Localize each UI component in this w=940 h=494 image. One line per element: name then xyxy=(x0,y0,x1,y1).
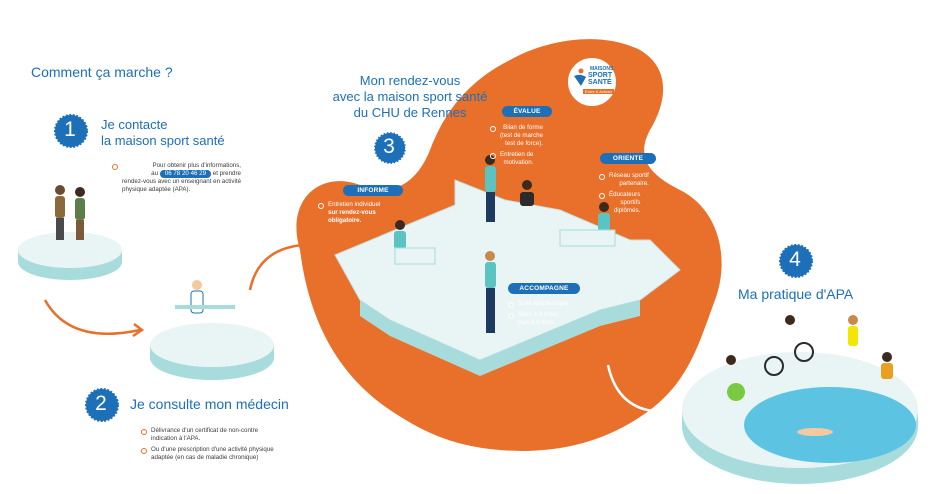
step1-number-badge: 1 xyxy=(53,113,88,148)
bullet-icon xyxy=(490,153,496,159)
step3-number-badge: 3 xyxy=(372,130,407,165)
step3-title-line1: Mon rendez-vous xyxy=(359,73,461,88)
logo-line3: SANTÉ xyxy=(588,79,612,86)
bullet-icon xyxy=(508,313,514,319)
oriente-b2-l3: diplômés. xyxy=(613,207,641,214)
maisons-sport-sante-logo: MAISONS SPORT SANTÉ Entre & Activez xyxy=(566,56,618,108)
oriente-b1-l1: Réseau sportif xyxy=(609,172,649,179)
accompagne-label: ACCOMPAGNE xyxy=(508,283,580,294)
bullet-icon xyxy=(599,193,605,199)
phone-number-link[interactable]: 06 78 20 46 29 xyxy=(159,170,212,178)
step2-number-badge: 2 xyxy=(84,387,119,422)
step3-title-line3: du CHU de Rennes xyxy=(353,105,467,120)
step1-text-part4: physique adaptée (APA). xyxy=(122,186,191,193)
step4-number-badge: 4 xyxy=(778,243,813,278)
step4-title: Ma pratique d'APA xyxy=(738,286,854,302)
step2-bullet2-line2: adaptée (en cas de maladie chronique) xyxy=(151,454,259,461)
oriente-b2-l2: sportifs xyxy=(620,199,641,206)
arrow-3-4 xyxy=(606,364,681,413)
accompagne-b2-l1: Bilan à 3 mois, xyxy=(518,311,559,318)
evalue-b1-l3: test de force). xyxy=(505,140,543,147)
step1-text-part3: rendez-vous avec un enseignant en activi… xyxy=(122,178,242,185)
step2-bullet1-line1: Délivrance d'un certificat de non-contre xyxy=(151,427,259,434)
informe-line2: sur rendez-vous xyxy=(328,209,376,216)
badge-icon xyxy=(54,114,88,148)
bullet-icon xyxy=(141,448,147,454)
accompagne-text: Suivi téléphonique Bilan à 3 mois,puis à… xyxy=(508,300,578,327)
step1-title-line1: Je contacte xyxy=(101,117,168,132)
accompagne-b1: Suivi téléphonique xyxy=(518,300,569,307)
informe-label: INFORME xyxy=(343,185,403,196)
evalue-b1-l1: Bilan de forme xyxy=(503,124,543,131)
bullet-icon xyxy=(599,174,605,180)
badge-icon xyxy=(779,244,813,278)
step3-title-line2: avec la maison sport santé xyxy=(332,89,488,104)
step2-bullet2-line1: Ou d'une prescription d'une activité phy… xyxy=(151,446,274,453)
logo-line1: MAISONS xyxy=(590,66,614,72)
accompagne-b2-l2: puis à 6 mois xyxy=(518,319,555,326)
evalue-label: ÉVALUE xyxy=(502,106,552,117)
step4-number: 4 xyxy=(789,248,801,271)
logo-line4: Entre & Activez xyxy=(583,89,615,94)
page-title: Comment ça marche ? xyxy=(31,64,173,80)
step2-info: Délivrance d'un certificat de non-contre… xyxy=(141,427,331,462)
step1-text-part1: Pour obtenir plus d'informations, xyxy=(152,162,242,169)
informe-line1: Entretien individuel xyxy=(328,201,381,208)
badge-icon xyxy=(85,388,119,422)
bullet-icon xyxy=(141,429,147,435)
bullet-icon xyxy=(490,126,496,132)
badge-icon xyxy=(373,131,407,165)
people-figures xyxy=(55,155,893,436)
step1-text-au: au xyxy=(151,170,159,177)
logo-line2: SPORT xyxy=(588,72,613,79)
bullet-icon xyxy=(508,302,514,308)
oriente-label: ORIENTE xyxy=(600,153,656,164)
step3-title: Mon rendez-vous avec la maison sport san… xyxy=(325,73,495,121)
bullet-icon xyxy=(318,203,324,209)
pool-water xyxy=(744,387,916,463)
step1-number: 1 xyxy=(64,118,76,141)
step1-info: Pour obtenir plus d'informations, au 06 … xyxy=(112,162,272,194)
heart-figure-icon xyxy=(574,68,586,86)
step2-disc xyxy=(150,323,274,367)
step1-title: Je contacte la maison sport santé xyxy=(101,117,225,149)
arrow-2-3 xyxy=(248,243,326,291)
step2-number: 2 xyxy=(95,392,107,415)
evalue-b2-l2: motivation. xyxy=(503,159,534,166)
arrow-1-2 xyxy=(43,299,141,335)
oriente-b2-l1: Éducateurs xyxy=(609,191,641,198)
evalue-b1-l2: (test de marche xyxy=(500,132,543,139)
step3-number: 3 xyxy=(383,135,395,158)
step1-text-part2: et prendre xyxy=(212,170,242,177)
evalue-b2-l1: Entretien de xyxy=(500,151,534,158)
step1-title-line2: la maison sport santé xyxy=(101,133,225,148)
step1-disc xyxy=(18,232,122,268)
platform-side xyxy=(360,300,640,376)
bullet-icon xyxy=(112,164,118,170)
oriente-b1-l2: partenaire. xyxy=(619,180,649,187)
step2-title: Je consulte mon médecin xyxy=(130,396,289,412)
informe-line3: obligatoire. xyxy=(328,217,362,224)
step2-bullet1-line2: indication à l'APA. xyxy=(151,435,201,442)
